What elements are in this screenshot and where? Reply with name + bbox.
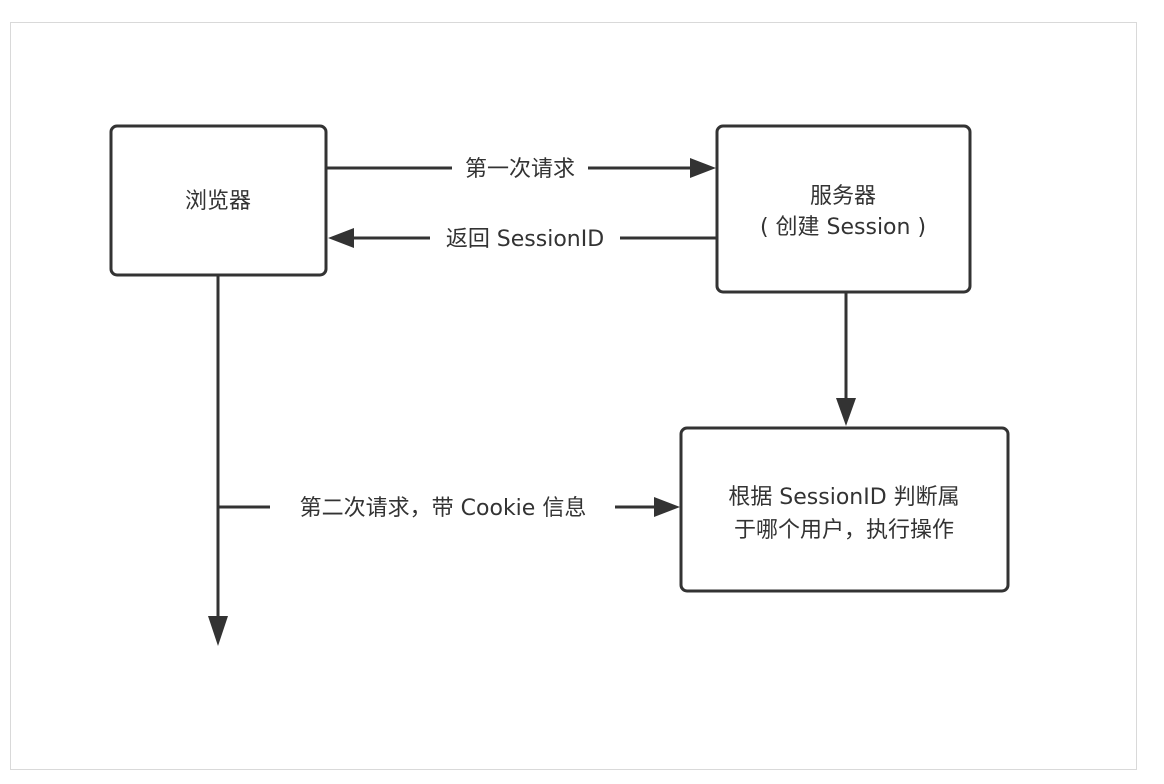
browser-node: 浏览器: [109, 124, 328, 277]
edge-second-request-label-bg: [270, 491, 615, 521]
edge-return-session-label: 返回 SessionID: [446, 227, 604, 252]
handler-label-line1: 根据 SessionID 判断属: [728, 485, 959, 510]
handler-label-line2: 于哪个用户，执行操作: [734, 518, 954, 543]
edge-second-request-arrowhead: [654, 497, 680, 517]
edge-second-request: 第二次请求，带 Cookie 信息: [218, 491, 680, 521]
edge-first-request-label: 第一次请求: [465, 157, 575, 182]
edge-first-request-arrowhead: [690, 158, 716, 178]
handler-node: 根据 SessionID 判断属 于哪个用户，执行操作: [679, 426, 1010, 593]
edge-return-session: 返回 SessionID: [328, 222, 717, 252]
server-box: [715, 124, 972, 294]
edge-first-request-label-bg: [452, 152, 588, 182]
edge-browser-timeline-arrowhead: [208, 616, 228, 646]
server-node: 服务器 ( 创建 Session ): [715, 124, 972, 294]
edge-server-to-handler-arrowhead: [836, 398, 856, 426]
edge-browser-timeline: [208, 275, 228, 646]
handler-box: [679, 426, 1010, 593]
server-label-line1: 服务器: [810, 184, 876, 209]
browser-label: 浏览器: [185, 189, 251, 214]
edge-first-request: 第一次请求: [326, 152, 716, 182]
edge-return-session-arrowhead: [328, 228, 354, 248]
server-label-line2: ( 创建 Session ): [760, 215, 926, 240]
edge-return-session-label-bg: [430, 222, 620, 252]
edge-second-request-label: 第二次请求，带 Cookie 信息: [300, 496, 587, 521]
edge-server-to-handler: [836, 292, 856, 426]
